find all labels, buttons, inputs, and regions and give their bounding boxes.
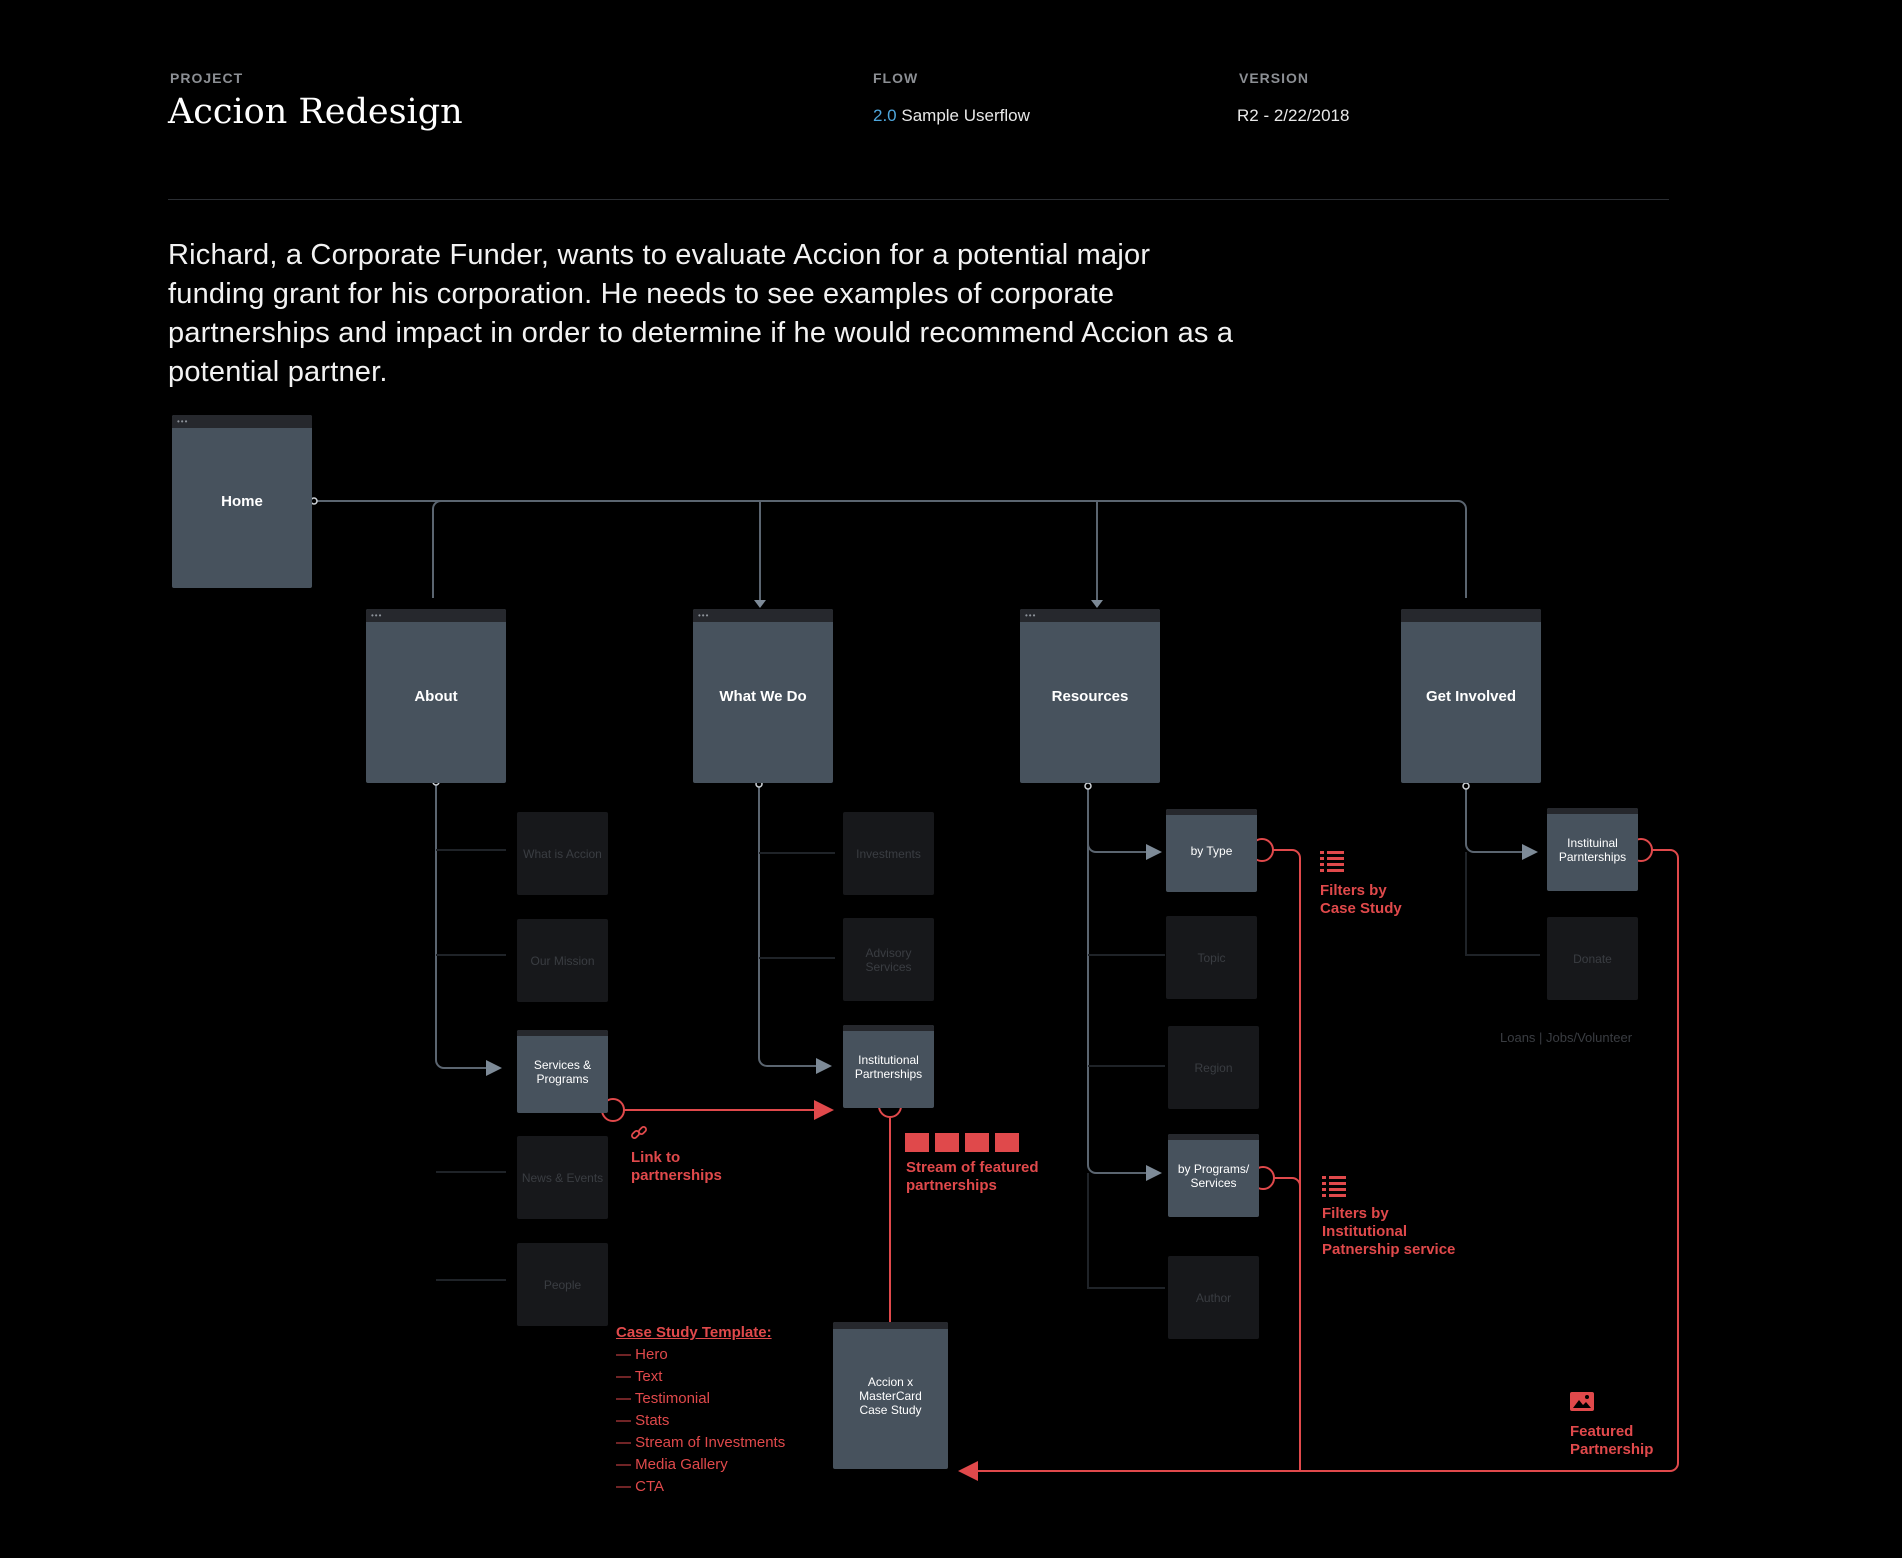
- page-title: Accion Redesign: [168, 92, 463, 132]
- list-item: — Media Gallery: [616, 1456, 728, 1473]
- node-author: Author: [1168, 1256, 1259, 1339]
- node-services-programs-label: Services & Programs: [533, 1057, 592, 1086]
- flow-number: 2.0: [873, 106, 897, 125]
- node-our-mission: Our Mission: [517, 919, 608, 1002]
- note-filters-case-study: Filters by Case Study: [1320, 882, 1402, 917]
- version-value: R2 - 2/22/2018: [1237, 106, 1350, 125]
- header-divider: [168, 199, 1669, 200]
- note-filters-institutional: Filters by Institutional Patnership serv…: [1322, 1205, 1456, 1258]
- stream-blocks-icon: [905, 1133, 1023, 1158]
- node-advisory-services: Advisory Services: [843, 918, 934, 1001]
- list-icon: [1320, 850, 1344, 877]
- list-icon: [1322, 1175, 1346, 1202]
- node-news-events: News & Events: [517, 1136, 608, 1219]
- node-instituinal-parnterships: Instituinal Parnterships: [1547, 808, 1638, 891]
- list-item: — CTA: [616, 1478, 665, 1495]
- flow-label: FLOW: [873, 70, 919, 86]
- list-item: — Stats: [616, 1412, 670, 1429]
- node-what-is-accion: What is Accion: [517, 812, 608, 895]
- node-region: Region: [1168, 1026, 1259, 1109]
- node-advisory-services-label: Advisory Services: [865, 945, 912, 974]
- node-case-study: Accion x MasterCard Case Study: [833, 1322, 948, 1469]
- node-what-is-accion-label: What is Accion: [523, 846, 602, 861]
- node-case-study-label: Accion x MasterCard Case Study: [859, 1374, 922, 1417]
- node-topic-label: Topic: [1197, 950, 1226, 965]
- note-stream-featured: Stream of featured partnerships: [906, 1159, 1039, 1194]
- node-topic: Topic: [1166, 916, 1257, 999]
- node-people: People: [517, 1243, 608, 1326]
- node-services-programs: Services & Programs: [517, 1030, 608, 1113]
- node-home-label: Home: [221, 493, 263, 510]
- node-about-label: About: [414, 687, 458, 705]
- list-item: — Text: [616, 1368, 663, 1385]
- node-by-programs-services: by Programs/ Services: [1168, 1134, 1259, 1217]
- note-link-to-partnerships: Link to partnerships: [631, 1149, 722, 1184]
- scenario-description: Richard, a Corporate Funder, wants to ev…: [168, 239, 1234, 388]
- note-featured-partnership: Featured Partnership: [1570, 1423, 1654, 1458]
- node-by-programs-services-label: by Programs/ Services: [1177, 1161, 1250, 1190]
- project-label: PROJECT: [170, 70, 244, 86]
- list-item: — Testimonial: [616, 1390, 710, 1407]
- case-study-template: Case Study Template: — Hero — Text — Tes…: [616, 1322, 785, 1498]
- list-item: — Hero: [616, 1346, 668, 1363]
- case-study-template-heading: Case Study Template:: [616, 1324, 772, 1341]
- node-donate-label: Donate: [1573, 951, 1612, 966]
- node-by-type-label: by Type: [1190, 843, 1233, 858]
- node-what-we-do: ••• What We Do: [693, 609, 833, 783]
- node-resources-label: Resources: [1051, 687, 1129, 705]
- node-get-involved-label: Get Involved: [1425, 687, 1517, 705]
- link-icon: [630, 1124, 648, 1147]
- node-instituinal-parnterships-label: Instituinal Parnterships: [1558, 835, 1627, 864]
- get-involved-footer: Loans | Jobs/Volunteer: [1500, 1030, 1633, 1045]
- node-author-label: Author: [1195, 1290, 1232, 1305]
- node-get-involved: Get Involved: [1401, 609, 1541, 783]
- node-region-label: Region: [1194, 1060, 1233, 1075]
- node-donate: Donate: [1547, 917, 1638, 1000]
- flow-value: 2.0 Sample Userflow: [873, 106, 1030, 126]
- node-investments-label: Investments: [856, 846, 921, 861]
- node-our-mission-label: Our Mission: [530, 953, 595, 968]
- node-institutional-partnerships: Institutional Partnerships: [843, 1025, 934, 1108]
- node-investments: Investments: [843, 812, 934, 895]
- node-news-events-label: News & Events: [521, 1170, 604, 1185]
- node-about: ••• About: [366, 609, 506, 783]
- flow-name: Sample Userflow: [901, 106, 1030, 125]
- image-icon: [1570, 1392, 1594, 1416]
- version-label: VERSION: [1239, 70, 1310, 86]
- node-resources: ••• Resources: [1020, 609, 1160, 783]
- node-what-we-do-label: What We Do: [719, 687, 807, 705]
- node-institutional-partnerships-label: Institutional Partnerships: [854, 1052, 923, 1081]
- node-by-type: by Type: [1166, 809, 1257, 892]
- node-home: ••• Home: [172, 415, 312, 588]
- list-item: — Stream of Investments: [616, 1434, 786, 1451]
- node-people-label: People: [543, 1277, 582, 1292]
